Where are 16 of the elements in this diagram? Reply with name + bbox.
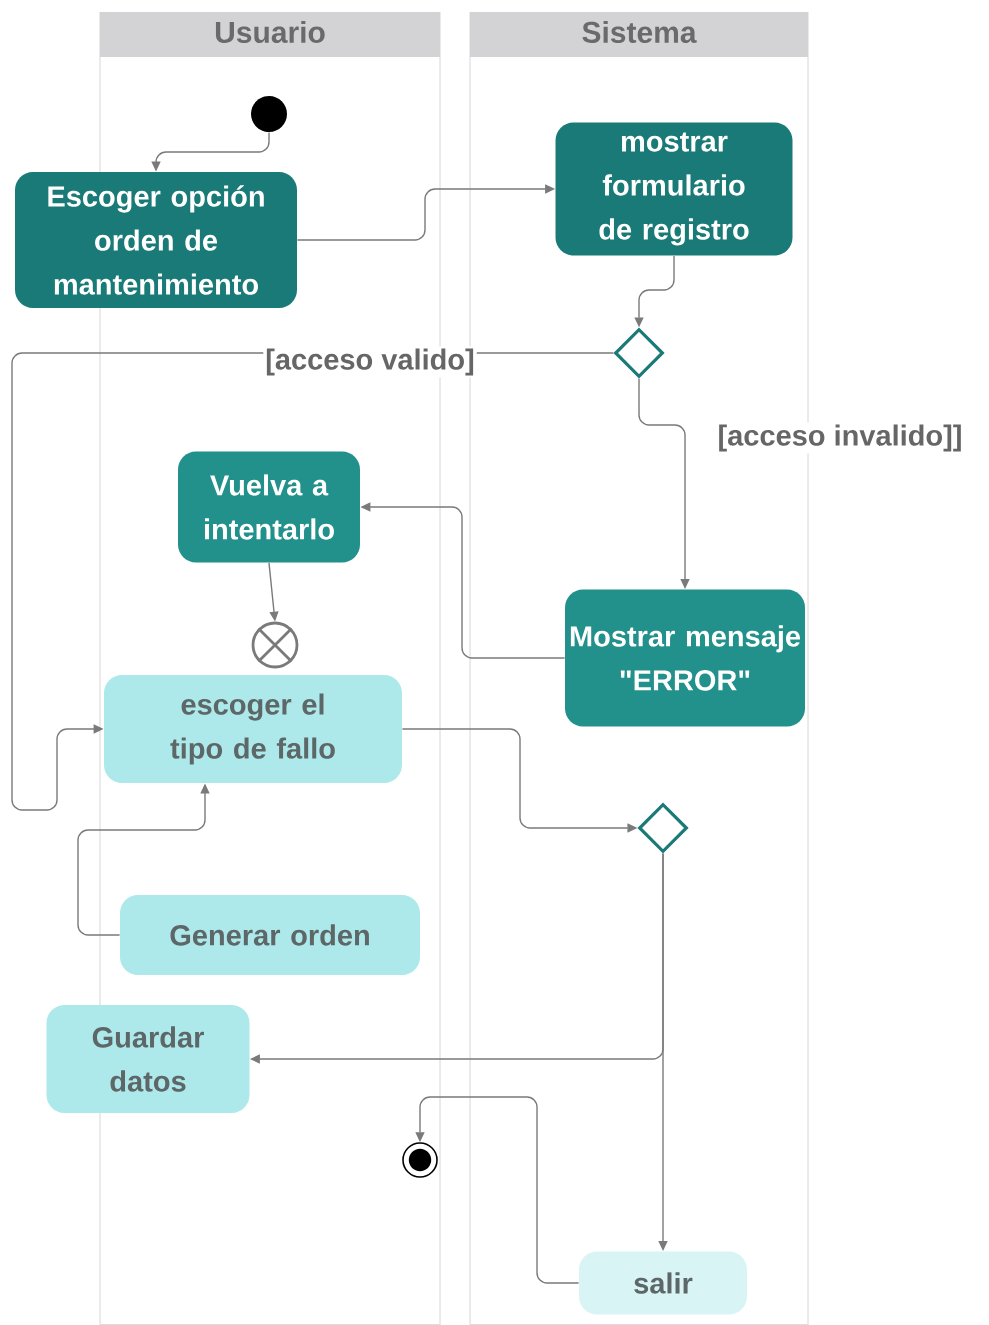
action-box: escoger el tipo de fallo xyxy=(104,675,402,783)
action-box: Generar orden xyxy=(120,895,420,975)
lane-header: Sistema xyxy=(582,21,697,43)
action-box: Guardar datos xyxy=(46,1005,250,1113)
initial-node xyxy=(251,96,287,132)
arrow xyxy=(415,1096,580,1284)
flow-final-node xyxy=(251,621,299,669)
guard-label: [acceso valido] xyxy=(263,346,477,378)
action-box: Escoger opción orden de mantenimiento xyxy=(15,172,297,308)
action-box: Vuelva a intentarlo xyxy=(178,451,360,563)
action-box: mostrar formulario de registro xyxy=(555,122,793,256)
action-box: Mostrar mensaje "ERROR" xyxy=(565,589,805,727)
final-node xyxy=(402,1142,438,1178)
lane-header: Usuario xyxy=(215,21,325,43)
guard-label: [acceso invalido]] xyxy=(715,422,965,454)
action-box: salir xyxy=(579,1251,747,1315)
